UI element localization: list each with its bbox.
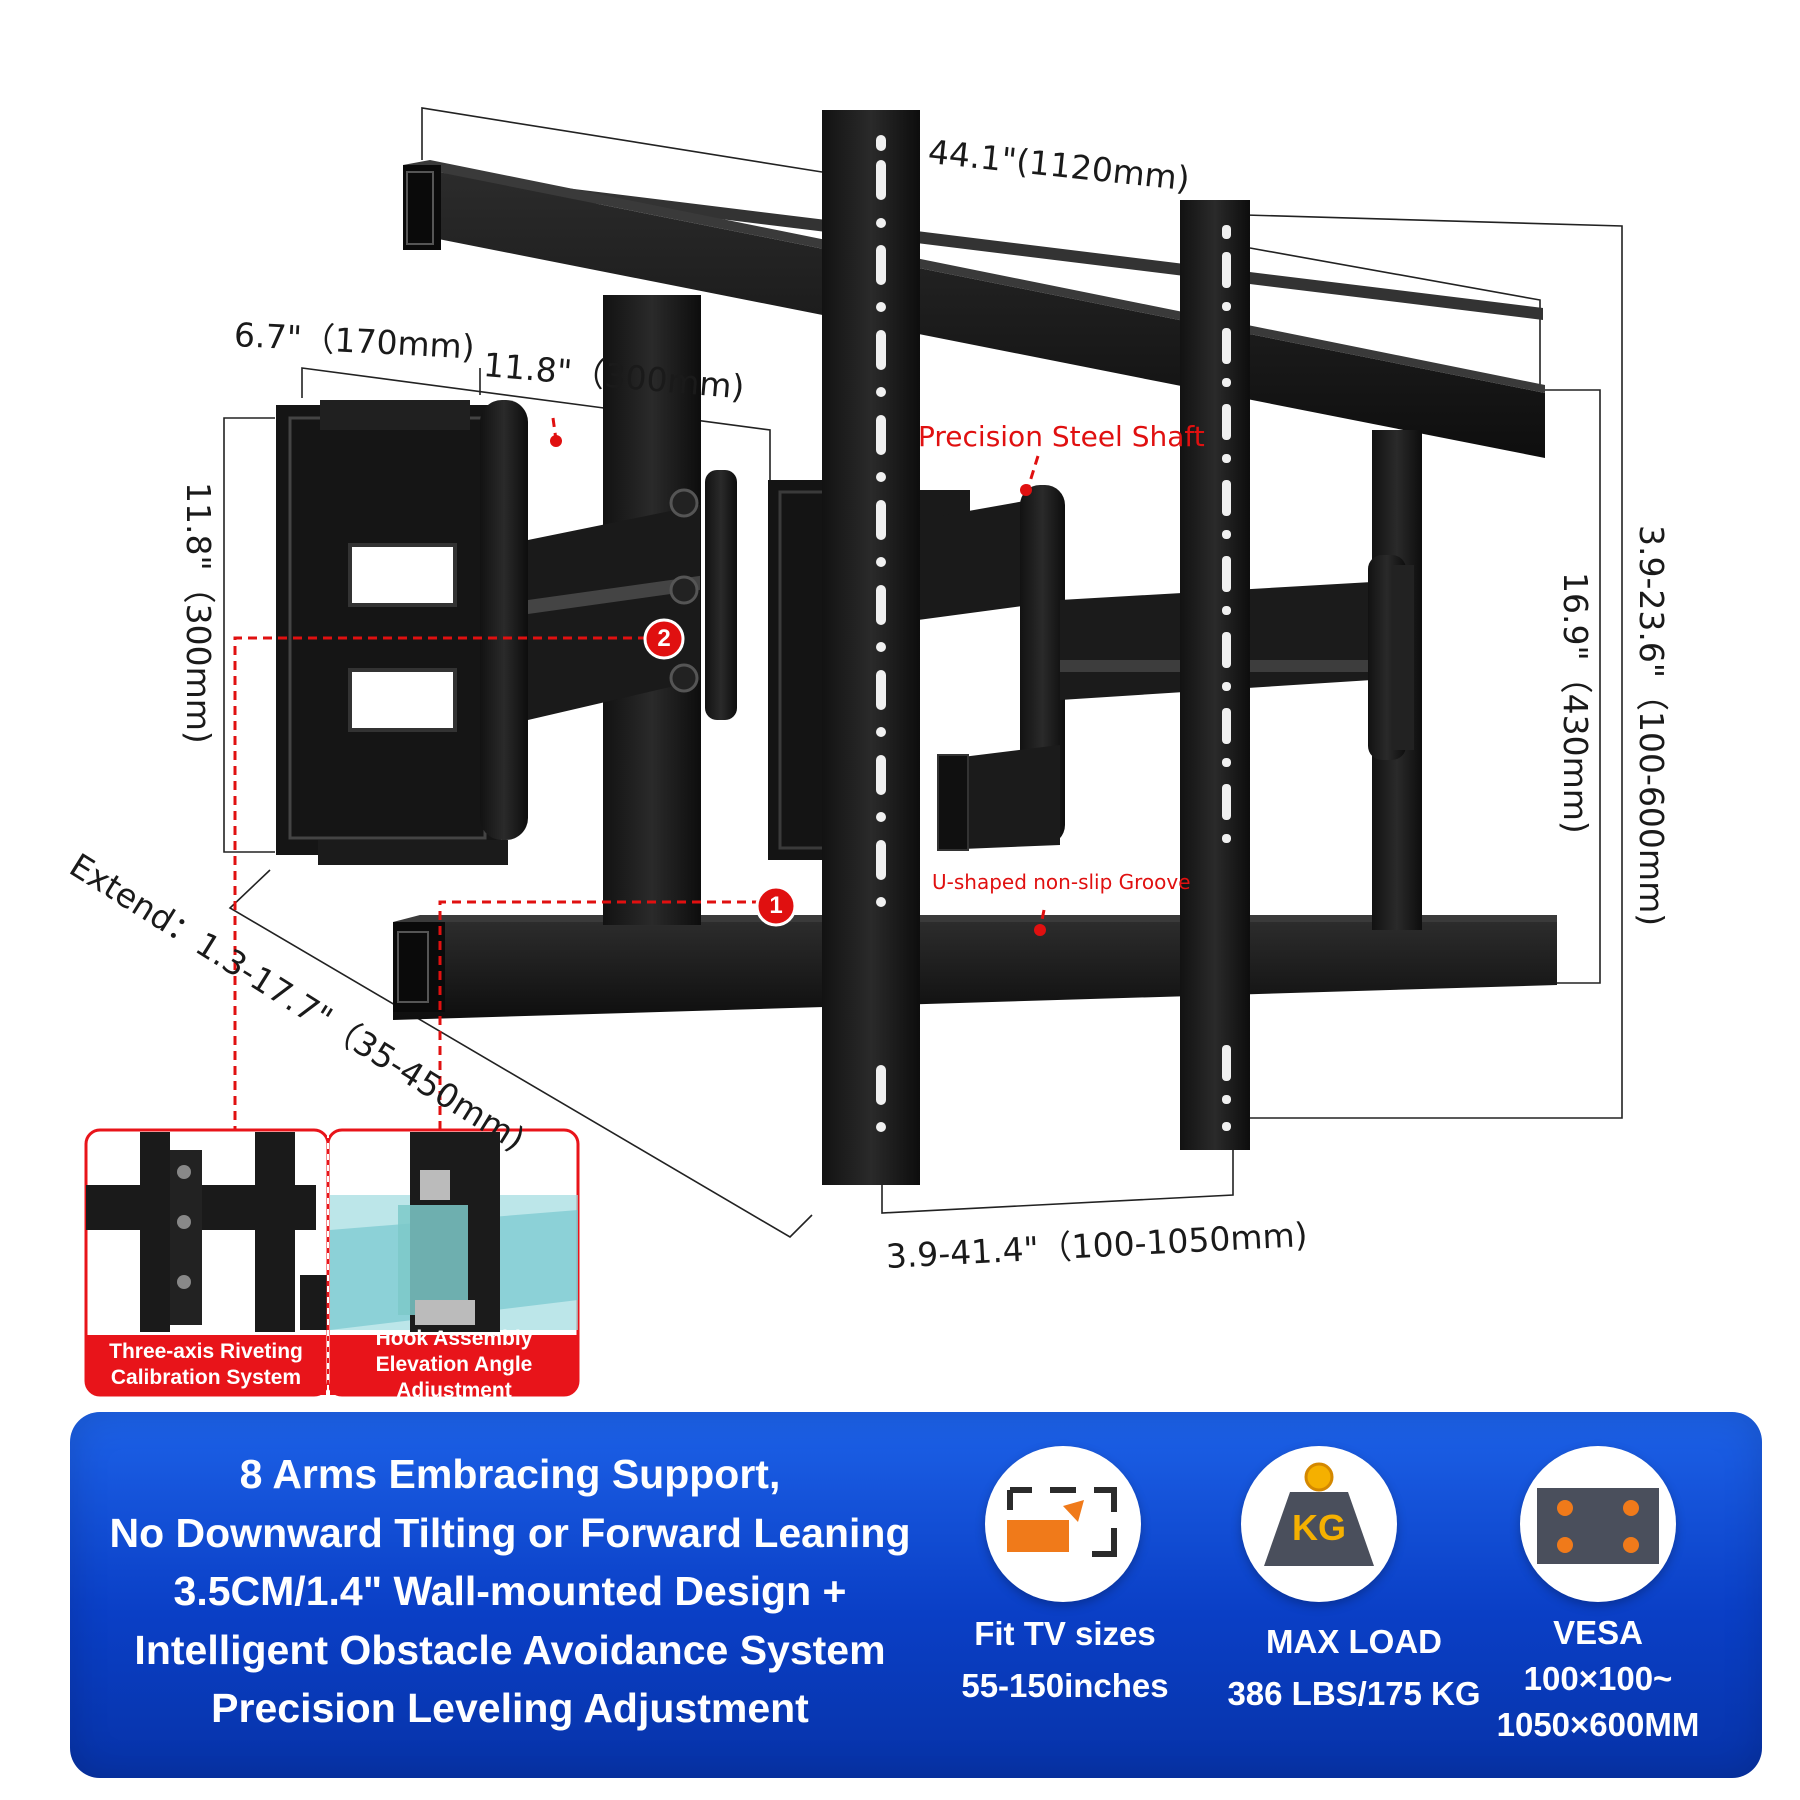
headline-line: 8 Arms Embracing Support,	[239, 1451, 781, 1497]
tv-size-icon-circle	[985, 1446, 1141, 1602]
riveting-caption: Three-axis Riveting Calibration System	[86, 1335, 326, 1395]
weight-icon-text: KG	[1292, 1507, 1346, 1548]
banner-headline: 8 Arms Embracing Support, No Downward Ti…	[70, 1445, 950, 1738]
feature-vesa: VESA 100×100~ 1050×600MM	[1488, 1610, 1708, 1748]
feature-line: 1050×600MM	[1496, 1706, 1700, 1743]
marker-2	[643, 618, 685, 660]
marker-1-label: 1	[769, 892, 783, 919]
marker-1	[755, 885, 797, 927]
inset-hook-detail	[326, 1128, 580, 1397]
inset-riveting-detail	[84, 1128, 330, 1397]
headline-line: 3.5CM/1.4" Wall-mounted Design +	[173, 1568, 847, 1614]
vesa-icon-circle	[1520, 1446, 1676, 1602]
feature-line: 100×100~	[1523, 1660, 1673, 1697]
hook-caption: Hook Assembly Elevation Angle Adjustment	[330, 1327, 578, 1402]
headline-line: Intelligent Obstacle Avoidance System	[134, 1626, 886, 1673]
shaft-callout: Precision Steel Shaft	[918, 420, 1205, 453]
feature-banner	[70, 1412, 1762, 1778]
wall-plate-height-label: 11.8"（300mm)	[179, 482, 218, 744]
vesa-height-inner-label: 16.9"（430mm)	[1556, 572, 1595, 834]
feature-line: 386 LBS/175 KG	[1227, 1675, 1481, 1712]
feature-tv-size: Fit TV sizes 55-150inches	[950, 1610, 1180, 1710]
feature-line: VESA	[1553, 1614, 1643, 1651]
headline-line: No Downward Tilting or Forward Leaning	[109, 1509, 911, 1556]
headline-line: Precision Leveling Adjustment	[211, 1685, 809, 1731]
feature-line: Fit TV sizes	[974, 1615, 1156, 1652]
feature-max-load: MAX LOAD 386 LBS/175 KG	[1222, 1618, 1486, 1718]
vesa-height-outer-label: 3.9-23.6"（100-600mm)	[1632, 525, 1671, 927]
feature-line: 55-150inches	[961, 1667, 1169, 1704]
groove-callout: U-shaped non-slip Groove	[932, 870, 1191, 894]
feature-line: MAX LOAD	[1266, 1623, 1442, 1660]
marker-2-label: 2	[657, 625, 671, 652]
